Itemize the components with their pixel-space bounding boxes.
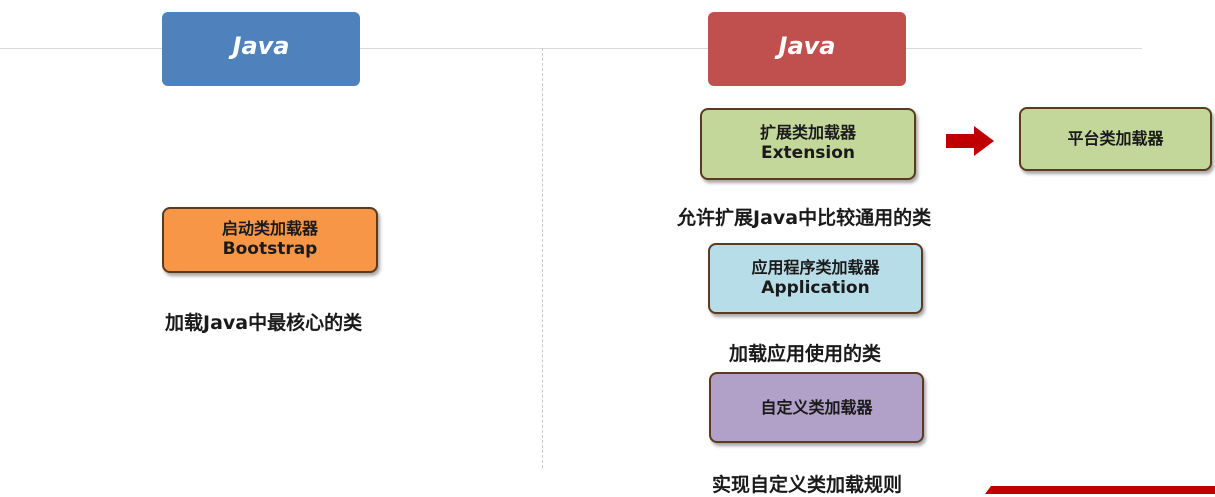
extension-loader-english: Extension bbox=[760, 143, 856, 164]
custom-loader-box: 自定义类加载器 bbox=[709, 372, 924, 443]
extension-description: 允许扩展Java中比较通用的类 bbox=[677, 207, 932, 229]
application-loader-box: 应用程序类加载器 Application bbox=[708, 243, 923, 314]
extension-loader-name: 扩展类加载器 bbox=[759, 123, 856, 143]
bootstrap-description: 加载Java中最核心的类 bbox=[165, 312, 363, 334]
custom-loader-name: 自定义类加载器 bbox=[760, 397, 873, 417]
top-divider-line bbox=[0, 48, 1142, 49]
platform-loader-name: 平台类加载器 bbox=[1067, 129, 1164, 148]
header-left: Java bbox=[162, 12, 360, 86]
center-divider-line bbox=[542, 48, 543, 468]
header-right: Java bbox=[708, 12, 906, 86]
bootstrap-loader-box: 启动类加载器 Bootstrap bbox=[162, 207, 378, 273]
bootstrap-loader-name: 启动类加载器 bbox=[221, 219, 318, 239]
application-loader-english: Application bbox=[761, 277, 870, 298]
extension-loader-box: 扩展类加载器 Extension bbox=[700, 108, 916, 180]
right-arrow-icon bbox=[946, 126, 994, 156]
application-description: 加载应用使用的类 bbox=[729, 343, 882, 365]
platform-loader-box: 平台类加载器 bbox=[1019, 107, 1212, 171]
custom-description: 实现自定义类加载规则 bbox=[712, 474, 903, 496]
application-loader-name: 应用程序类加载器 bbox=[751, 257, 880, 277]
corner-decoration bbox=[985, 486, 1215, 494]
bootstrap-loader-english: Bootstrap bbox=[222, 239, 318, 260]
